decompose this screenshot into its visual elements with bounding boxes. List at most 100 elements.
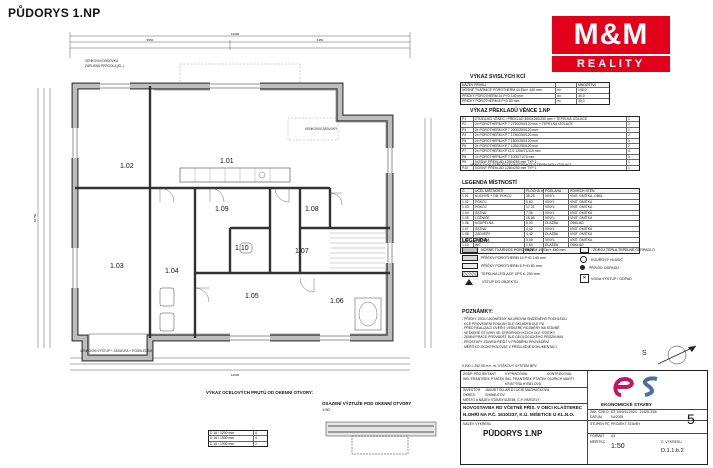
lintel-cell: 2x POROTHERM KP 7 1500/250/120 mm [473,138,626,144]
room-1.04: 1.04 [165,268,179,275]
lintel-cell: P8 [462,154,467,159]
tb-sheet-number: 5 [687,411,695,427]
rebar-cell: 4 [253,436,266,441]
rooms-cell: VINYL [543,199,568,205]
page-title: PŮDORYS 1.NP [8,6,101,20]
rooms-table-title: LEGENDA MÍSTNOSTÍ [462,180,517,186]
walls-cell: 35,0 [576,99,605,104]
walls-cell: PŘÍČKY POROTHERM 14 P+D 140 mm [462,93,524,98]
lintel-cell: NOSNÝ PŘEKLAD 1250x250 mm TYP 1 [473,165,626,171]
legend-label: VSTUP DO OBJEKTU [482,280,518,284]
legend-item: TEPELNÁ IZOLACE XPS tl. 200 mm [462,271,540,277]
tb-label: STUPEŇ PD [590,422,610,426]
room-1.09: 1.09 [215,206,229,213]
north-label: S [642,350,647,357]
note-line: - PŘÍČKY JSOU UKONČENY NA ÚROVNI SNÍŽENÉ… [462,317,567,321]
rooms-cell: WC [473,243,524,248]
heat-pump-icon [580,247,589,253]
legend-label: VODA VÝSTUP / ODPAD [591,276,632,281]
tb-value: KRISTÝNA HYBELOVÁ [505,382,541,386]
rooms-cell: VNIT. OMÍTKA [568,205,633,210]
tb-label: ZODP. PROJEKTANT [463,372,497,376]
legend-label: PŘÍVOD ODPADU [589,265,619,270]
tb-value: JAKUB TOLLAR & LUCIE MACHÁČKOVÁ [485,388,550,392]
legend-label: ZDROJ TEPLA TEPELNÉ ČERPADLO [593,248,655,252]
dim-left-total: 10750 [33,213,37,222]
rooms-cell: VINYL [543,205,568,210]
lintel-cell: 3 [626,138,637,144]
lintel-cell: P4 [462,133,467,138]
lintel-cell: 2 [626,133,637,138]
legend-swatch [462,263,478,269]
rebar-cell: 2 [253,441,266,447]
lintel-cell: 2x POROTHERM KP 11,5 1250/71/115 mm [473,149,626,154]
lintel-cell: 2 [626,144,637,149]
rooms-cell: VNIT. OMÍTKA [568,199,633,205]
legend-label: NOSNÉ TVÁRNICE POROTHERM 44 Eko+ 440 mm [481,248,566,252]
tb-label: ZAK. ČÍSLO [590,410,609,414]
note-line: - PŘED REALIZACÍ OVĚŘIT VEŠKERÉ ROZMĚRY … [462,326,560,331]
tb-value: 04/2025 [611,415,624,419]
brand-logo: M&M REALITY [552,16,670,72]
tb-label: INVESTOR [463,388,481,392]
floor-plan: 12000 5550 6450 12000 10750 [33,32,432,377]
legend-item: PŘÍČKY POROTHERM 14 P+D 140 mm [462,255,546,261]
rooms-cell: 1.06 [462,221,469,226]
legend-label: TEPELNÁ IZOLACE XPS tl. 200 mm [481,272,540,276]
rooms-cell: DLAŽBA [543,243,568,248]
tb-value: E3 1000/11 2024 - 21425-3/06 [611,410,657,414]
rooms-cell: VNIT. OMÍTKA [568,216,633,221]
room-1.03: 1.03 [110,263,124,270]
rooms-cell: POKOJ [473,205,524,210]
tb-label: KONTROLOVAL [547,372,573,376]
notes-list: - PŘÍČKY JSOU UKONČENY NA ÚROVNI SNÍŽENÉ… [462,317,712,349]
walls-cell: m² [555,88,576,93]
rooms-cell: 1.09 [462,237,469,242]
rooms-cell: 1,84 [524,243,543,248]
rooms-cell: VINYL [543,226,568,232]
tb-value: A3 [611,434,616,438]
rooms-cell: 6,00 [524,221,543,226]
rooms-cell: LOŽNICE [473,216,524,221]
dim-top-b: 6450 [317,38,324,42]
tb-drawing-name: PŮDORYS 1.NP [483,429,543,438]
rooms-cell: 4,42 [524,232,543,237]
tb-value: ING. FRANTIŠEK PTÁČEK [505,377,547,381]
rooms-cell: 1.02 [462,199,469,204]
rooms-cell: VINYL [543,216,568,221]
lintel-cell: ZTUŽUJÍCÍ VĚNEC / PŘEKLAD 3000x250/250 m… [473,117,626,122]
legend-item: VSTUP DO OBJEKTU [462,279,518,285]
dim-top-a: 5550 [147,38,154,42]
walls-cell: 148,0 [576,88,605,93]
rooms-cell: DLAŽBA [543,232,568,237]
lintel-cell: 1 [626,160,637,165]
rooms-header: ÚČEL MÍSTNOSTI [473,189,524,194]
legend-swatch [462,255,478,261]
lintel-cell: 1 [626,127,637,133]
tb-label: MĚŘÍTKO [590,440,606,444]
lintel-cell: 1 [626,117,637,122]
lintel-footnote: VĚNEC POD STŘEŠNÍ KONSTRUKCÍ S TEPELNOU … [470,163,571,167]
rooms-cell: 7,36 [524,210,543,216]
note-line: - MĚŘÍTKO ZKONTROLOVAT V PŘÍSLUŠNÉ DOKUM… [462,344,557,349]
tb-label: Č. VÝKRESU [661,440,682,444]
room-1.07: 1.07 [295,248,309,255]
rooms-cell: 1.07 [462,226,469,231]
room-1.05: 1.05 [245,293,259,300]
rebar-detail-drawing [325,421,437,455]
dim-bottom-total: 12000 [231,373,240,377]
lintel-cell: P6 [462,144,467,149]
detail-title: OSAZENÍ VÝZTUŽE POD OKENNÍ OTVORY [322,401,412,406]
tb-label: FORMÁT [590,434,605,438]
note-top-left-1: VENKOVNÍ DRSOVKA [85,59,119,63]
legend-item: NOSNÉ TVÁRNICE POROTHERM 44 Eko+ 440 mm [462,247,566,253]
tb-value: OLDŘICH MARTÍ [547,377,574,381]
title-block: ZODP. PROJEKTANT VYPRACOVAL KONTROLOVAL … [460,370,708,465]
rebar-cell: 4 [253,431,266,436]
north-arrow-icon [657,345,697,365]
rooms-cell: 1.04 [462,210,469,215]
rooms-header: POVRCH STĚN [568,189,633,194]
rooms-cell: 1.01 [462,194,469,199]
lintel-cell: 2x POROTHERM KP 7 2000/250/120 mm [473,127,626,133]
